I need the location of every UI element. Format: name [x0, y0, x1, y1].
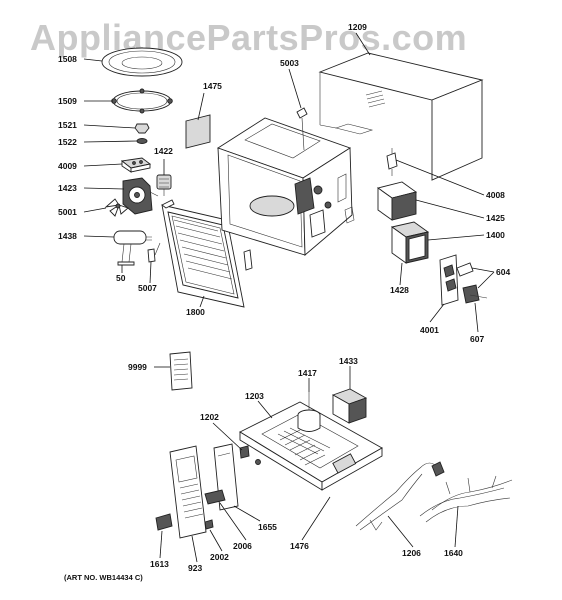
callout-4008: 4008: [486, 190, 505, 200]
callout-2002: 2002: [210, 552, 229, 562]
roller-ring: [111, 88, 173, 114]
callout-1425: 1425: [486, 213, 505, 223]
coupler: [134, 123, 150, 134]
wire-harness: [355, 461, 445, 531]
capacitor: [113, 230, 152, 245]
washer: [136, 138, 148, 144]
callout-1613: 1613: [150, 559, 169, 569]
bracket-5007: [147, 242, 161, 263]
callout-5007: 5007: [138, 283, 157, 293]
callout-50: 50: [116, 273, 126, 283]
hv-capacitor: [376, 181, 418, 221]
turntable-tray: [101, 47, 183, 77]
bracket-1202: [239, 445, 250, 459]
callout-604: 604: [496, 267, 510, 277]
callout-1422: 1422: [154, 146, 173, 156]
screw: [255, 459, 261, 465]
callout-1508: 1508: [58, 54, 77, 64]
base-plate: [239, 401, 383, 491]
callout-1640: 1640: [444, 548, 463, 558]
callout-1476: 1476: [290, 541, 309, 551]
label-card: [169, 351, 193, 391]
fuse: [386, 148, 398, 176]
callout-923: 923: [188, 563, 202, 573]
base-motor: [297, 392, 321, 432]
callout-1800: 1800: [186, 307, 205, 317]
callout-labels: 1508 1509 1521 1522 4009 1423 5001 1438 …: [58, 22, 510, 573]
callout-2006: 2006: [233, 541, 252, 551]
callout-1428: 1428: [390, 285, 409, 295]
interlock-switch: [456, 262, 488, 304]
interlock-bracket: [439, 254, 459, 306]
callout-1423: 1423: [58, 183, 77, 193]
part-4009: [120, 157, 152, 173]
part-2002: [204, 519, 214, 530]
callout-5003: 5003: [280, 58, 299, 68]
callout-1509: 1509: [58, 96, 77, 106]
callout-1400: 1400: [486, 230, 505, 240]
callout-1417: 1417: [298, 368, 317, 378]
callout-1475: 1475: [203, 81, 222, 91]
callout-1203: 1203: [245, 391, 264, 401]
part-1613: [155, 513, 173, 531]
transformer: [390, 221, 430, 264]
bracket-50: [117, 243, 135, 266]
callout-1522: 1522: [58, 137, 77, 147]
callout-5001: 5001: [58, 207, 77, 217]
callout-1206: 1206: [402, 548, 421, 558]
leader-lines: [83, 32, 495, 563]
callout-1209: 1209: [348, 22, 367, 32]
callout-9999: 9999: [128, 362, 147, 372]
waveguide-cover: [185, 114, 211, 149]
fan-motor: [122, 177, 159, 215]
outer-case: [318, 52, 484, 181]
base-transformer: [331, 388, 368, 424]
callout-607: 607: [470, 334, 484, 344]
watermark-text: AppliancePartsPros.com: [30, 17, 467, 58]
callout-1521: 1521: [58, 120, 77, 130]
callout-4009: 4009: [58, 161, 77, 171]
oven-cavity: [216, 117, 355, 256]
callout-1202: 1202: [200, 412, 219, 422]
callout-1433: 1433: [339, 356, 358, 366]
control-panel: [169, 445, 207, 539]
wire-harness-1640: [419, 475, 513, 523]
callout-1438: 1438: [58, 231, 77, 241]
callout-1655: 1655: [258, 522, 277, 532]
board-2006: [204, 489, 226, 505]
art-number: (ART NO. WB14434 C): [64, 573, 143, 582]
stirrer: [296, 107, 308, 151]
fan-blade: [104, 198, 129, 217]
part-1422: [156, 174, 172, 196]
callout-4001: 4001: [420, 325, 439, 335]
